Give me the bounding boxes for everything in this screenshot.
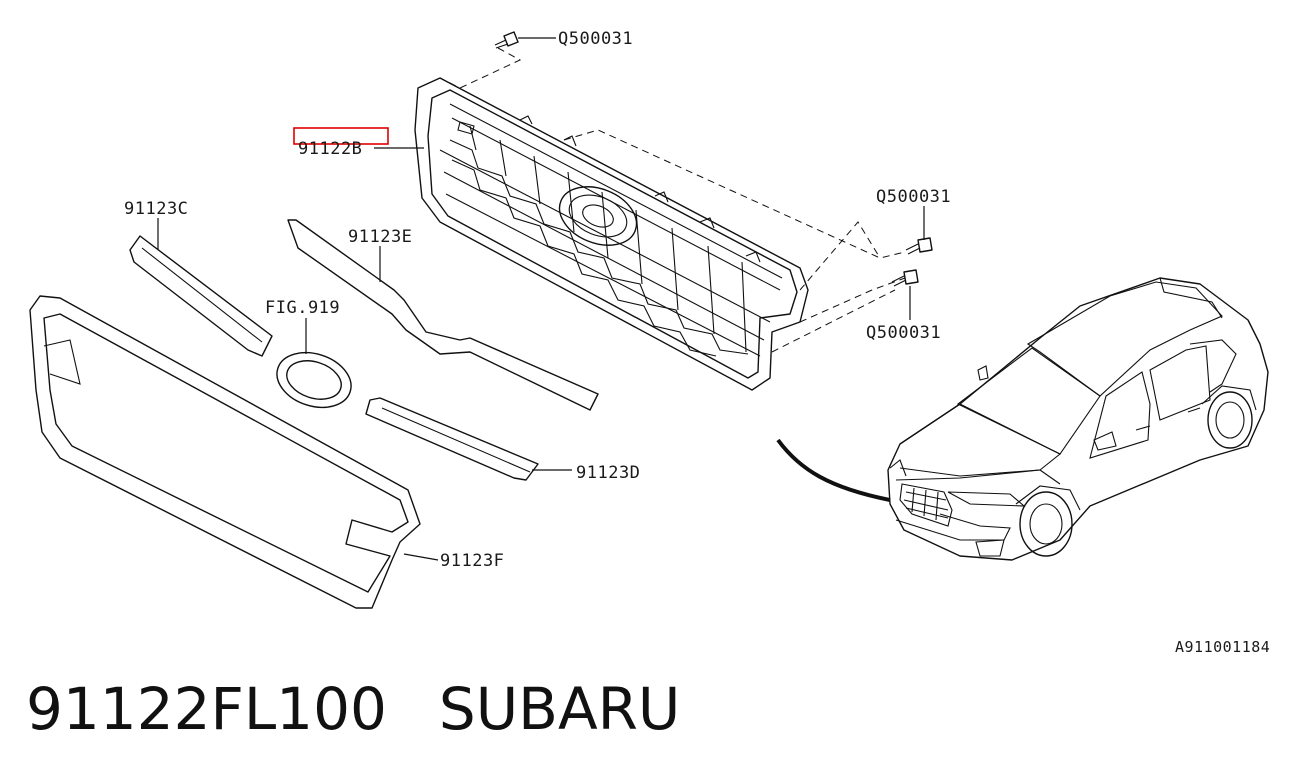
- frame-91123f: [29, 295, 421, 609]
- label-molding-e[interactable]: 91123E: [348, 227, 412, 247]
- brand-name: SUBARU: [438, 675, 681, 743]
- footer: 91122FL100 SUBARU: [26, 680, 680, 760]
- label-grille-main[interactable]: 91122B: [298, 139, 362, 159]
- parts-diagram: Q500031 91122B Q500031 Q500031 91123C 91…: [29, 29, 1270, 656]
- molding-91123e: [287, 219, 599, 411]
- vehicle-illustration: [887, 277, 1269, 561]
- part-number: 91122FL100: [26, 675, 387, 743]
- emblem-fig919: [276, 351, 352, 409]
- leader-lines: [157, 37, 925, 561]
- label-molding-c[interactable]: 91123C: [124, 199, 188, 219]
- label-molding-d[interactable]: 91123D: [576, 463, 640, 483]
- label-molding-f[interactable]: 91123F: [440, 551, 504, 571]
- label-screw-right-lower[interactable]: Q500031: [866, 323, 941, 343]
- screw-top: [494, 31, 519, 49]
- grille-assembly: [414, 77, 809, 391]
- fastener-guides: [439, 47, 906, 353]
- vehicle-pointer: [776, 438, 891, 502]
- label-screw-right-upper[interactable]: Q500031: [876, 187, 951, 207]
- label-emblem-ref[interactable]: FIG.919: [265, 298, 340, 318]
- label-screw-top[interactable]: Q500031: [558, 29, 633, 49]
- screw-right-lower: [891, 269, 919, 287]
- drawing-reference: A911001184: [1175, 638, 1270, 656]
- selected-part-highlight: [293, 127, 389, 145]
- molding-91123d: [365, 397, 539, 481]
- screw-right-upper: [905, 237, 933, 255]
- molding-91123c: [129, 235, 273, 357]
